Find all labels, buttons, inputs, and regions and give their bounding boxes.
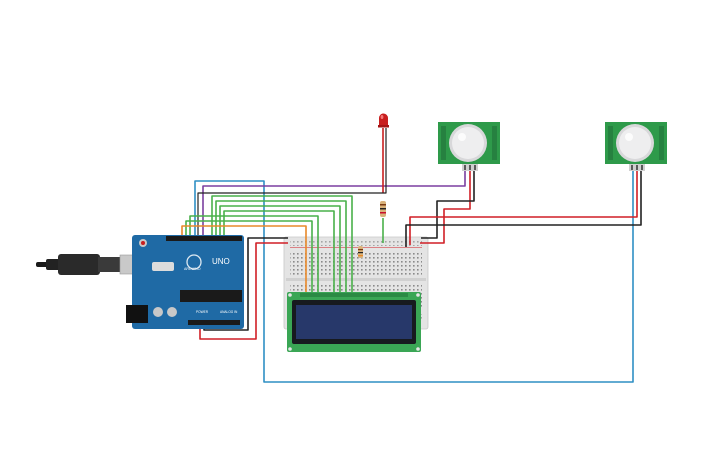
wire-black-pir2 bbox=[405, 170, 642, 247]
power-label: POWER bbox=[196, 310, 209, 314]
resistor-lcd bbox=[358, 246, 363, 258]
wire-green-1 bbox=[211, 195, 353, 294]
wire-red-pir1 bbox=[420, 170, 471, 244]
wire-purple-signal bbox=[202, 170, 466, 240]
wire-green-6 bbox=[185, 220, 313, 294]
wire-red-pir2 bbox=[409, 170, 638, 245]
pir-sensor-2 bbox=[605, 122, 667, 171]
uno-label: UNO bbox=[212, 257, 230, 266]
usb-cable bbox=[36, 254, 149, 275]
pir-sensor-1 bbox=[438, 122, 500, 171]
wire-orange bbox=[181, 225, 307, 294]
arduino-uno: UNO ARDUINO POWER ANALOG IN bbox=[126, 235, 244, 329]
analog-in-label: ANALOG IN bbox=[220, 310, 238, 314]
arduino-brand-label: ARDUINO bbox=[184, 267, 201, 271]
wires bbox=[181, 128, 642, 383]
wire-green-3 bbox=[219, 205, 341, 294]
wire-black-led bbox=[197, 128, 387, 240]
lcd-16x2 bbox=[287, 292, 421, 352]
wire-black-pir1 bbox=[421, 170, 475, 239]
red-led bbox=[378, 113, 389, 128]
wire-blue-signal bbox=[194, 170, 634, 383]
wire-green-5 bbox=[189, 215, 319, 294]
wire-red-5v bbox=[199, 242, 288, 340]
resistor-led bbox=[380, 201, 386, 217]
